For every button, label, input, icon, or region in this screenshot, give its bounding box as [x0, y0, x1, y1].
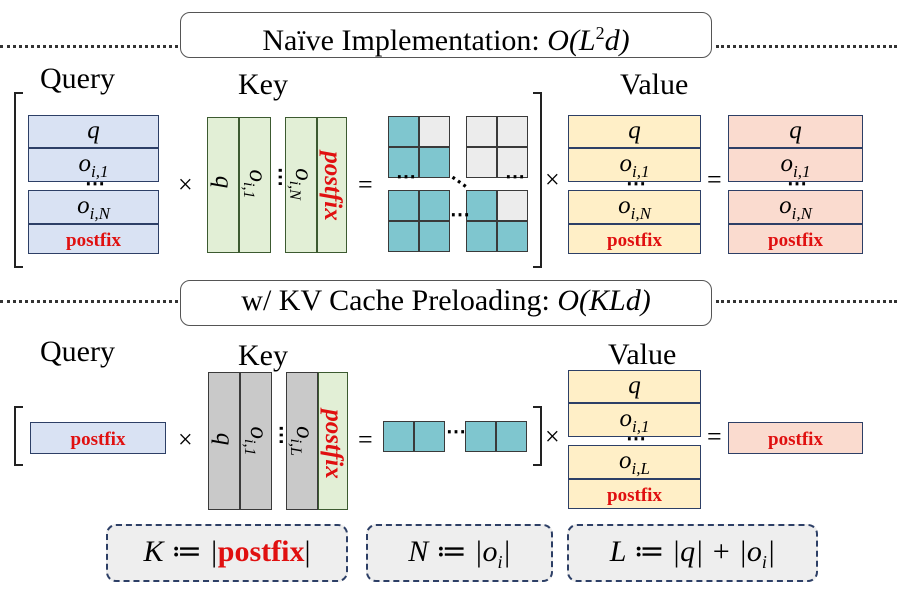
cached-key-o1-label: oi,1 [241, 426, 272, 456]
equals-op-4: = [707, 422, 722, 451]
times-op-4: × [545, 422, 560, 451]
attn-cell [466, 221, 497, 252]
attn-cell [497, 221, 528, 252]
key-postfix-label-bottom: postfix [320, 409, 347, 479]
divider-top-left [0, 45, 178, 48]
attn-cell [414, 421, 445, 452]
times-op-2: × [545, 165, 560, 194]
query-oN-block: oi,N [28, 190, 159, 224]
key-q-column [207, 117, 239, 253]
divider-mid-right [716, 300, 897, 303]
attn-cell [496, 421, 527, 452]
query-o1-block: oi,1 [28, 148, 159, 182]
attn-ellipsis: ⋯ [450, 204, 470, 226]
attn-cell [466, 190, 497, 221]
key-postfix-column-bottom [318, 372, 348, 510]
value-postfix-block-bottom: postfix [568, 479, 701, 509]
definition-L: L ≔ |q| + |oi| [567, 524, 818, 582]
value-q-block: q [568, 115, 701, 148]
preload-title: w/ KV Cache Preloading: O(KLd) [180, 280, 712, 326]
query-postfix-block-bottom: postfix [30, 422, 166, 454]
key-postfix-label: postfix [319, 151, 346, 221]
attn-ellipsis: ⋯ [396, 166, 416, 188]
attn-ellipsis: ⋯ [444, 167, 474, 197]
value-q-block-bottom: q [568, 370, 701, 403]
key-label-bottom: Key [238, 339, 288, 372]
left-bracket-bottom [14, 406, 23, 466]
key-o1-label: oi,1 [240, 169, 271, 199]
attn-cell [497, 116, 528, 147]
query-postfix-block: postfix [28, 224, 159, 254]
query-ellipsis: ⋯ [85, 173, 105, 195]
definition-N: N ≔ |oi| [366, 524, 553, 582]
key-oN-label: oi,N [286, 168, 317, 200]
left-bracket-top [14, 92, 23, 268]
output-q-block: q [728, 115, 863, 148]
attn-cell [388, 147, 419, 178]
attn-cell [465, 421, 496, 452]
attn-cell [388, 116, 419, 147]
value-label-top: Value [620, 68, 689, 101]
key-ellipsis-top: ⋯ [269, 167, 291, 187]
attn-cell [419, 190, 450, 221]
value-oL-block-bottom: oi,L [568, 445, 701, 479]
equals-op-1: = [358, 170, 373, 199]
key-oN-column [285, 117, 317, 253]
value-label-bottom: Value [608, 338, 677, 371]
cached-key-oL-column [286, 372, 318, 510]
key-postfix-column [317, 117, 347, 253]
attn-ellipsis: ⋯ [446, 421, 466, 443]
cached-key-q-label: q [211, 432, 238, 446]
value-ellipsis: ⋯ [626, 173, 646, 195]
output-o1-block: oi,1 [728, 148, 863, 182]
attn-cell [497, 190, 528, 221]
value-ellipsis-bottom: ⋯ [626, 428, 646, 450]
key-q-label: q [210, 175, 237, 189]
right-bracket-bottom [533, 406, 542, 466]
definition-K: K ≔ |postfix| [106, 524, 348, 582]
attn-ellipsis: ⋯ [505, 166, 525, 188]
attn-cell [383, 421, 414, 452]
equals-op-3: = [358, 425, 373, 454]
query-label-bottom: Query [40, 335, 115, 368]
attn-cell [388, 221, 419, 252]
naive-title: Naïve Implementation: O(L2d) [180, 12, 712, 58]
value-oN-block: oi,N [568, 190, 701, 224]
key-label-top: Key [238, 68, 288, 101]
divider-top-right [716, 45, 897, 48]
attn-cell [388, 190, 419, 221]
equals-op-2: = [707, 165, 722, 194]
times-op-3: × [178, 425, 193, 454]
value-o1-block-bottom: oi,1 [568, 403, 701, 437]
output-postfix-block: postfix [728, 224, 863, 254]
attn-cell [419, 116, 450, 147]
output-oN-block: oi,N [728, 190, 863, 224]
cached-key-q-column [208, 372, 240, 510]
right-bracket-top [533, 92, 542, 268]
attn-cell [419, 221, 450, 252]
times-op-1: × [178, 170, 193, 199]
output-ellipsis: ⋯ [787, 173, 807, 195]
key-o1-column [239, 117, 271, 253]
cached-key-oL-label: oi,L [287, 426, 318, 456]
attn-cell [466, 147, 497, 178]
query-label-top: Query [40, 62, 115, 95]
value-o1-block: oi,1 [568, 148, 701, 182]
attn-cell [497, 147, 528, 178]
attn-cell [466, 116, 497, 147]
divider-mid-left [0, 300, 178, 303]
cached-key-o1-column [240, 372, 272, 510]
query-q-block: q [28, 115, 159, 148]
output-postfix-block-bottom: postfix [728, 422, 863, 454]
key-ellipsis-bottom: ⋯ [270, 425, 292, 445]
attn-cell [419, 147, 450, 178]
value-postfix-block: postfix [568, 224, 701, 254]
